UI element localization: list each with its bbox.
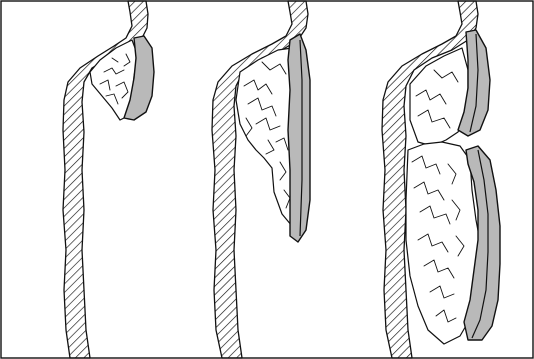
- panel-2: [212, 1, 310, 358]
- panel-1: [63, 1, 154, 358]
- panel-3: [382, 1, 500, 358]
- panel-2-shell: [288, 34, 310, 242]
